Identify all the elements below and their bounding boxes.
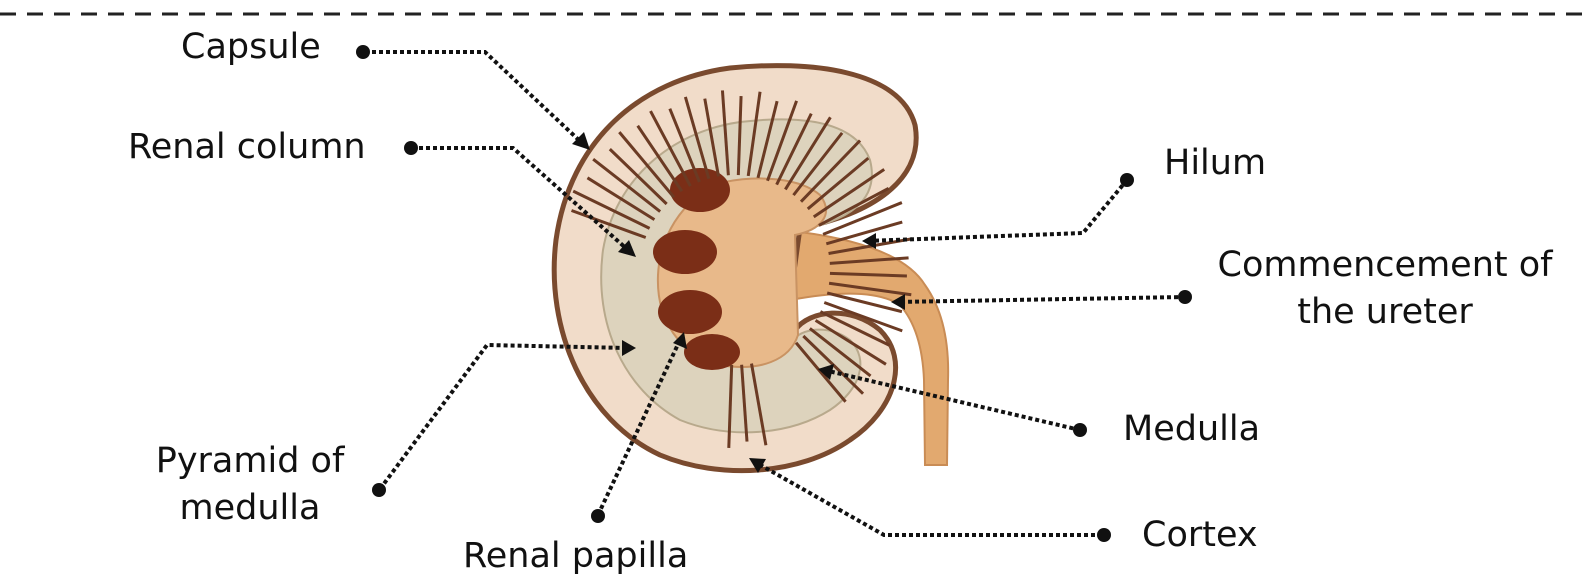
label-cortex: Cortex bbox=[1142, 512, 1258, 559]
leader-hilum bbox=[866, 180, 1127, 241]
leader-capsule bbox=[365, 52, 582, 143]
label-ureter-line2: the ureter bbox=[1200, 289, 1570, 336]
label-capsule: Capsule bbox=[181, 24, 321, 71]
dot-hilum bbox=[1120, 173, 1134, 187]
kidney-illustration bbox=[554, 66, 948, 471]
label-ureter-line1: Commencement of bbox=[1200, 242, 1570, 289]
label-renal-column: Renal column bbox=[128, 124, 366, 171]
dot-ureter bbox=[1178, 290, 1192, 304]
arrow-capsule bbox=[572, 132, 590, 150]
label-medulla: Medulla bbox=[1123, 406, 1260, 453]
leader-cortex bbox=[755, 462, 1102, 535]
dot-renal-papilla bbox=[591, 509, 605, 523]
papilla-3 bbox=[658, 290, 722, 334]
label-pyramid-line2: medulla bbox=[120, 485, 380, 532]
dot-medulla bbox=[1073, 423, 1087, 437]
dot-renal-column bbox=[404, 141, 418, 155]
label-ureter: Commencement of the ureter bbox=[1200, 242, 1570, 337]
label-pyramid: Pyramid of medulla bbox=[120, 438, 380, 533]
label-pyramid-line1: Pyramid of bbox=[120, 438, 380, 485]
label-hilum: Hilum bbox=[1164, 140, 1266, 187]
leader-ureter bbox=[895, 297, 1185, 302]
dot-cortex bbox=[1097, 528, 1111, 542]
label-renal-papilla: Renal papilla bbox=[463, 533, 688, 580]
papilla-1 bbox=[670, 168, 730, 212]
dot-capsule bbox=[356, 45, 370, 59]
papilla-4 bbox=[684, 334, 740, 370]
papilla-2 bbox=[653, 230, 717, 274]
